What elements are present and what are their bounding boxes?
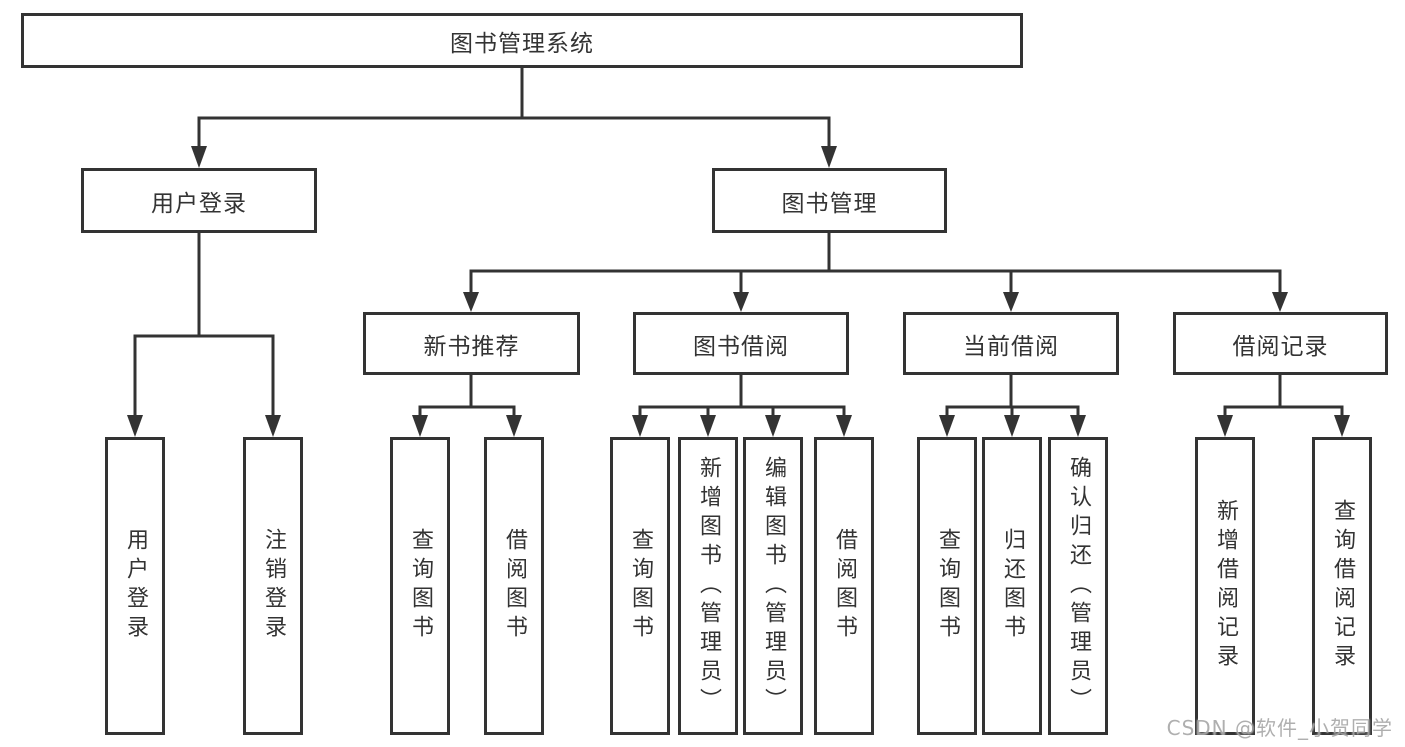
leaf-user-login: 用户登录 <box>105 437 165 735</box>
node-library-management-system: 图书管理系统 <box>21 13 1023 68</box>
arrowhead <box>412 415 428 437</box>
arrowhead <box>765 415 781 437</box>
leaf-label: 新增图书（管理员） <box>696 455 721 717</box>
connector-bookmgmt-to-level3 <box>469 233 1282 293</box>
node-label: 图书借阅 <box>693 333 789 360</box>
leaf-edit-books-admin: 编辑图书（管理员） <box>743 437 803 735</box>
arrowhead <box>939 415 955 437</box>
node-label: 图书管理系统 <box>450 30 594 57</box>
node-label: 图书管理 <box>781 190 878 217</box>
arrowhead <box>506 415 522 437</box>
node-user-login: 用户登录 <box>81 168 317 233</box>
arrowhead <box>836 415 852 437</box>
leaf-return-books: 归还图书 <box>982 437 1042 735</box>
node-borrow-records: 借阅记录 <box>1173 312 1388 375</box>
node-book-borrow: 图书借阅 <box>633 312 849 375</box>
connector-root-to-level2 <box>197 68 831 148</box>
leaf-label: 归还图书 <box>1000 528 1025 644</box>
leaf-label: 新增借阅记录 <box>1213 499 1238 673</box>
leaf-label: 注销登录 <box>261 528 286 644</box>
arrowhead <box>127 415 143 437</box>
leaf-add-books-admin: 新增图书（管理员） <box>678 437 738 735</box>
csdn-watermark: CSDN @软件_小贺同学 <box>1166 716 1393 740</box>
arrowhead <box>1217 415 1233 437</box>
leaf-query-books-recommend: 查询图书 <box>390 437 450 735</box>
leaf-query-borrow-record: 查询借阅记录 <box>1312 437 1372 735</box>
node-label: 借阅记录 <box>1232 333 1329 360</box>
node-new-book-recommend: 新书推荐 <box>363 312 580 375</box>
arrowhead <box>1004 415 1020 437</box>
arrowhead <box>191 146 207 168</box>
leaf-label: 确认归还（管理员） <box>1066 455 1091 717</box>
node-label: 用户登录 <box>151 190 247 217</box>
arrowhead <box>1003 292 1019 312</box>
leaf-label: 编辑图书（管理员） <box>761 455 786 717</box>
connector-currentborrow-to-leaves <box>945 375 1080 416</box>
node-label: 当前借阅 <box>963 333 1059 360</box>
leaf-label: 查询图书 <box>628 528 653 644</box>
arrowhead <box>733 292 749 312</box>
leaf-label: 查询图书 <box>935 528 960 644</box>
leaf-query-books-borrow: 查询图书 <box>610 437 670 735</box>
leaf-label: 查询借阅记录 <box>1330 499 1355 673</box>
leaf-confirm-return-admin: 确认归还（管理员） <box>1048 437 1108 735</box>
leaf-add-borrow-record: 新增借阅记录 <box>1195 437 1255 735</box>
leaf-label: 用户登录 <box>123 528 148 644</box>
arrowhead <box>632 415 648 437</box>
leaf-label: 借阅图书 <box>502 528 527 644</box>
leaf-borrow-books: 借阅图书 <box>814 437 874 735</box>
arrowhead <box>1272 292 1288 312</box>
leaf-label: 借阅图书 <box>832 528 857 644</box>
leaf-query-books-current: 查询图书 <box>917 437 977 735</box>
arrowhead <box>700 415 716 437</box>
node-current-borrow: 当前借阅 <box>903 312 1119 375</box>
connector-bookborrow-to-leaves <box>638 375 846 416</box>
leaf-borrow-books-recommend: 借阅图书 <box>484 437 544 735</box>
leaf-logout: 注销登录 <box>243 437 303 735</box>
node-label: 新书推荐 <box>423 333 520 360</box>
arrowhead <box>463 292 479 312</box>
connector-userlogin-to-leaves <box>133 233 275 416</box>
connector-newbook-to-leaves <box>418 375 516 416</box>
connector-records-to-leaves <box>1223 375 1344 416</box>
arrowhead <box>1070 415 1086 437</box>
node-book-management: 图书管理 <box>712 168 947 233</box>
arrowhead <box>1334 415 1350 437</box>
arrowhead <box>265 415 281 437</box>
arrowhead <box>821 146 837 168</box>
leaf-label: 查询图书 <box>408 528 433 644</box>
